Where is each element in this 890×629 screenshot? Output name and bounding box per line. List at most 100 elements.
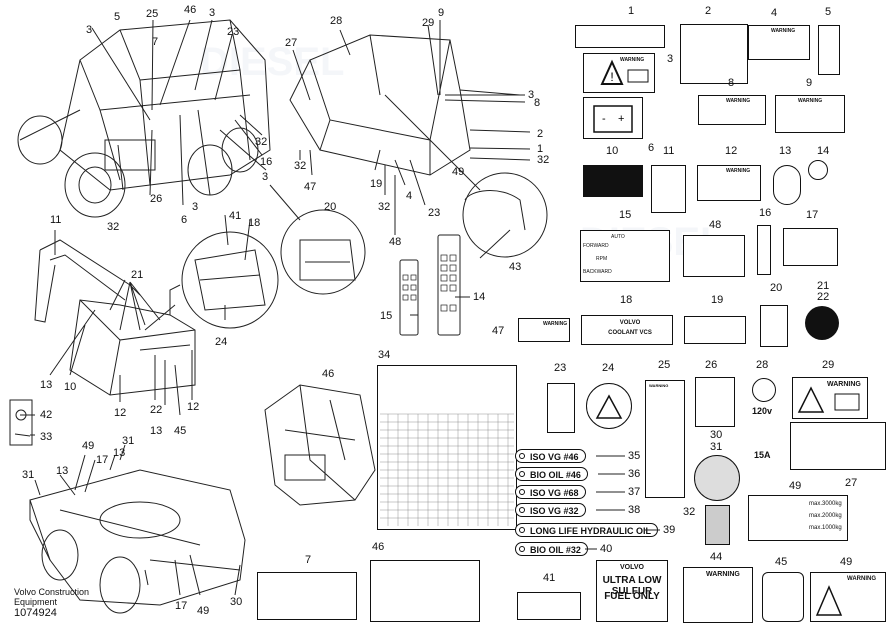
callout: 29 [422,17,435,29]
callout: 22 [150,404,163,416]
callout: 13 [56,465,69,477]
svg-text:+: + [618,113,624,125]
callout: 47 [492,325,505,337]
oil-tag-39: LONG LIFE HYDRAULIC OIL [515,523,658,537]
callout: 23 [428,207,441,219]
callout: 14 [817,145,830,157]
callout: 25 [658,359,671,371]
decal-15: AUTO FORWARD RPM BACKWARD [580,230,670,282]
callout: 3 [528,89,535,101]
decal-9: WARNING [775,95,845,133]
decal-47: WARNING [518,318,570,342]
decal-43: VOLVO ULTRA LOW SULFUR FUEL ONLY [596,560,668,622]
callout: 4 [771,7,778,19]
decal-7 [257,572,357,620]
decal-14 [808,160,828,180]
callout: 26 [150,193,163,205]
callout: 32 [683,506,696,518]
callout: 34 [378,349,391,361]
callout: 32 [294,160,307,172]
decal-3: ! WARNING [583,53,655,93]
callout-40: 40 [600,543,613,555]
callout: 28 [330,15,343,27]
callout: 3 [86,24,93,36]
decal-17 [783,228,838,266]
callout-38: 38 [628,504,641,516]
callout: 9 [806,77,813,89]
callout: 16 [759,207,772,219]
decal-19 [684,316,746,344]
decal-16 [757,225,771,275]
callout: 9 [438,7,445,19]
callout: 12 [114,407,127,419]
decal-18: VOLVO COOLANT VCS [581,315,673,345]
decal-25: WARNING [645,380,685,498]
footer-line1: Volvo Construction [14,587,90,597]
part-number: 1074924 [14,607,57,619]
engine-compartment-drawing [264,384,376,506]
callout: 43 [509,261,522,273]
callout: 3 [209,7,216,19]
callout: 45 [174,425,187,437]
callout: 18 [248,217,261,229]
decal-29: WARNING [792,377,868,419]
decal-31 [694,455,740,501]
callout: 46 [372,541,385,553]
decal-6: -+ [583,97,643,139]
callout: 14 [473,291,486,303]
callout: 46 [184,4,197,16]
decal-4: WARNING [748,25,810,60]
callout: 23 [227,26,240,38]
callout: 27 [285,37,298,49]
decal-28-b: 15A [748,427,778,462]
callout: 1 [537,143,544,155]
decal-32 [705,505,730,545]
callout: 49 [197,605,210,617]
callout: 24 [215,336,228,348]
switch-panel [437,234,461,336]
callout: 30 [710,429,723,441]
callout: 22 [817,291,830,303]
callout: 5 [825,6,832,18]
lift-chart [380,413,514,526]
detail-circle [462,172,548,258]
callout: 49 [82,440,95,452]
callout: 26 [705,359,718,371]
oil-tag-38: ISO VG #32 [515,503,586,517]
decal-13 [773,165,801,205]
decal-46 [370,560,480,622]
callout: 29 [822,359,835,371]
decal-26 [695,377,735,427]
warning-triangle-icon [815,585,843,616]
callout: 16 [260,156,273,168]
callout: 44 [710,551,723,563]
callout: 13 [40,379,53,391]
cab-exterior-drawing [17,19,271,218]
callout: 32 [537,154,550,166]
callout-39: 39 [663,524,676,536]
callout: 10 [64,381,77,393]
callout: 12 [725,145,738,157]
callout: 3 [192,201,199,213]
callout: 1 [628,5,635,17]
callout: 41 [543,572,556,584]
switch-panel [399,259,419,336]
oil-tag-37: ISO VG #68 [515,485,586,499]
callout: 23 [554,362,567,374]
decal-41 [517,592,581,620]
callout: 32 [378,201,391,213]
callout: 8 [534,97,541,109]
callout: 19 [711,294,724,306]
callout: 10 [606,145,619,157]
callout: 6 [648,142,655,154]
callout: 13 [150,425,163,437]
decal-24 [586,383,632,429]
callout: 15 [619,209,632,221]
decal-28: 120v [748,378,778,420]
oil-tag-40: BIO OIL #32 [515,542,588,556]
decal-21 [805,306,839,340]
warning-triangle-icon [797,386,860,413]
callout: 30 [230,596,243,608]
callout: 28 [756,359,769,371]
callout: 20 [770,282,783,294]
